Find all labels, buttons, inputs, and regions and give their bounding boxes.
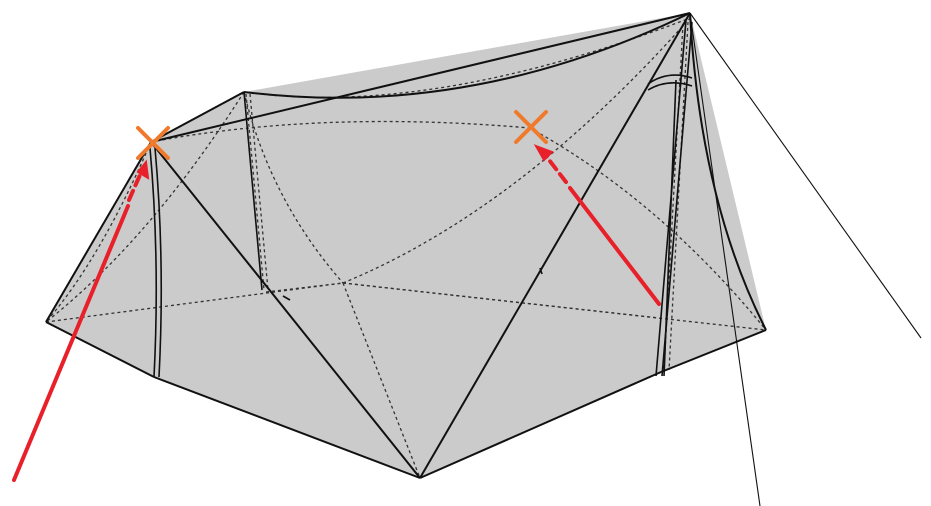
toggle-2	[539, 267, 543, 275]
arrow-to-front-left-corner-dashed	[127, 166, 145, 202]
front-left-corner-marker	[136, 126, 170, 160]
front-left-pole-a	[149, 147, 158, 378]
ceiling-seam-a	[150, 120, 531, 143]
right-pole-c	[663, 79, 677, 377]
floor-seam-center	[342, 282, 421, 479]
right-pole-dotted-2	[668, 21, 689, 371]
left-edge-front	[45, 141, 152, 323]
ceiling-seam-b	[243, 17, 691, 98]
rear-peak-marker	[514, 110, 548, 144]
guyline-down	[689, 12, 761, 506]
poles	[149, 19, 693, 378]
toggle-1	[282, 295, 291, 301]
front-diagonal-left	[150, 141, 421, 479]
ceiling-seam-f	[529, 127, 767, 331]
floor-seam-back-right	[342, 282, 660, 319]
arrow-to-rear-peak-head	[533, 144, 554, 162]
arrow-to-rear-peak	[568, 186, 661, 306]
vent-arc-2	[647, 82, 693, 91]
ridge-line	[150, 12, 691, 143]
floor-seam-left	[45, 282, 344, 323]
markers	[136, 110, 548, 160]
arrow-to-front-left-corner-head	[136, 159, 150, 180]
front-left-pole-b	[154, 147, 163, 378]
rear-pole-dotted-right	[249, 93, 269, 291]
arrow-to-front-left-corner	[12, 204, 130, 482]
tent-left-panel	[46, 13, 766, 478]
front-diagonal-right	[419, 12, 691, 479]
guyline-right	[689, 12, 922, 339]
vent-arc	[647, 74, 693, 85]
bottom-right-front-edge	[419, 371, 662, 479]
tent-body	[46, 13, 766, 478]
bottom-front-edge	[153, 376, 421, 479]
rear-left-pole-a	[243, 91, 263, 291]
tent-outline	[45, 12, 767, 479]
arrow-to-rear-peak-dashed	[544, 154, 568, 184]
floor-seam-back-left	[265, 282, 344, 293]
guylines	[689, 12, 922, 506]
rear-left-peak	[150, 91, 245, 143]
ceiling-seam-d	[342, 17, 691, 284]
bottom-right-edge	[660, 329, 767, 373]
rear-pole-dotted-left	[245, 93, 265, 291]
arrows	[12, 144, 661, 482]
ceiling-seam-g	[45, 91, 245, 323]
rear-top-edge	[243, 12, 691, 99]
bottom-left-edge	[45, 321, 155, 378]
